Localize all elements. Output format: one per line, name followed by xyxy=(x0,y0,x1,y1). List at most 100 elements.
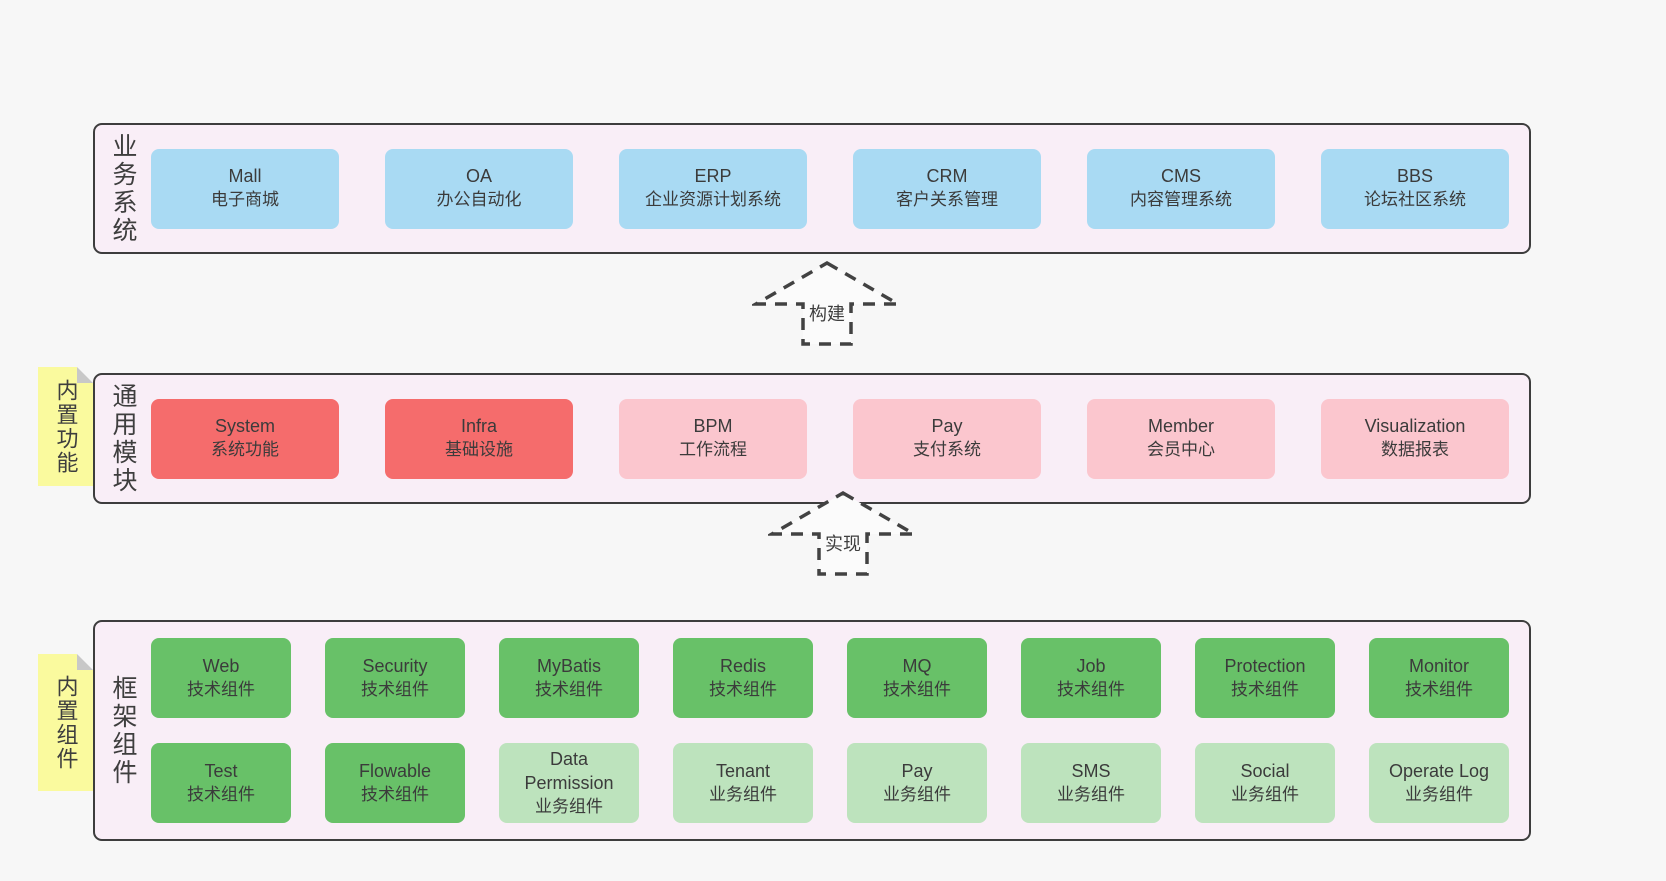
box-mall-desc: 电子商城 xyxy=(211,190,279,210)
box-operate-log: Operate Log 业务组件 xyxy=(1369,743,1509,823)
arrow-implement: 实现 xyxy=(768,490,918,578)
box-protection: Protection 技术组件 xyxy=(1195,638,1335,718)
modules-boxes-row: System 系统功能 Infra 基础设施 BPM 工作流程 Pay 支付系统… xyxy=(151,375,1529,502)
box-crm: CRM 客户关系管理 xyxy=(853,148,1041,229)
box-redis-name: Redis xyxy=(719,655,767,676)
box-operate-log-desc: 业务组件 xyxy=(1405,784,1473,804)
box-mall: Mall 电子商城 xyxy=(151,148,339,229)
box-pay-module-name: Pay xyxy=(931,416,963,437)
box-pay-component-name: Pay xyxy=(901,760,933,781)
panel-business-label: 业务系统 xyxy=(95,125,151,252)
sticky-tab-built-in-features-text: 内置功能 xyxy=(53,378,79,475)
box-member: Member 会员中心 xyxy=(1087,398,1275,479)
box-bbs: BBS 论坛社区系统 xyxy=(1321,148,1509,229)
box-infra: Infra 基础设施 xyxy=(385,398,573,479)
box-mybatis-name: MyBatis xyxy=(536,655,601,676)
box-job-name: Job xyxy=(1076,655,1106,676)
box-bbs-name: BBS xyxy=(1396,166,1434,187)
box-bbs-desc: 论坛社区系统 xyxy=(1364,190,1466,210)
box-crm-desc: 客户关系管理 xyxy=(896,190,998,210)
box-security: Security 技术组件 xyxy=(325,638,465,718)
box-system: System 系统功能 xyxy=(151,398,339,479)
panel-framework-label: 框架组件 xyxy=(95,622,151,839)
framework-row-2: Test 技术组件 Flowable 技术组件 Data Permission … xyxy=(151,743,1509,823)
box-oa-desc: 办公自动化 xyxy=(436,190,522,210)
sticky-tab-built-in-components-text: 内置组件 xyxy=(53,674,79,771)
box-test: Test 技术组件 xyxy=(151,743,291,823)
box-mall-name: Mall xyxy=(228,166,262,187)
panel-modules-label-text: 通用模块 xyxy=(109,382,137,495)
box-member-desc: 会员中心 xyxy=(1147,440,1215,460)
box-system-name: System xyxy=(214,416,275,437)
box-oa: OA 办公自动化 xyxy=(385,148,573,229)
arrow-implement-label: 实现 xyxy=(822,530,864,556)
panel-framework-components: 框架组件 Web 技术组件 Security 技术组件 MyBatis 技术组件… xyxy=(93,620,1531,841)
box-protection-desc: 技术组件 xyxy=(1231,679,1299,699)
box-flowable: Flowable 技术组件 xyxy=(325,743,465,823)
box-mq-desc: 技术组件 xyxy=(883,679,951,699)
box-security-desc: 技术组件 xyxy=(361,679,429,699)
box-test-desc: 技术组件 xyxy=(187,784,255,804)
box-tenant: Tenant 业务组件 xyxy=(673,743,813,823)
box-bpm-name: BPM xyxy=(693,416,733,437)
box-pay-component-desc: 业务组件 xyxy=(883,784,951,804)
box-cms-desc: 内容管理系统 xyxy=(1130,190,1232,210)
box-infra-desc: 基础设施 xyxy=(445,440,513,460)
box-oa-name: OA xyxy=(465,166,492,187)
box-erp-name: ERP xyxy=(694,166,732,187)
box-visualization-desc: 数据报表 xyxy=(1381,440,1449,460)
box-visualization-name: Visualization xyxy=(1364,416,1466,437)
box-cms-name: CMS xyxy=(1161,166,1201,187)
box-pay-component: Pay 业务组件 xyxy=(847,743,987,823)
box-monitor-desc: 技术组件 xyxy=(1405,679,1473,699)
panel-modules-label: 通用模块 xyxy=(95,375,151,502)
box-monitor-name: Monitor xyxy=(1408,655,1470,676)
box-mq: MQ 技术组件 xyxy=(847,638,987,718)
box-monitor: Monitor 技术组件 xyxy=(1369,638,1509,718)
box-social-desc: 业务组件 xyxy=(1231,784,1299,804)
box-operate-log-name: Operate Log xyxy=(1388,760,1490,781)
box-erp-desc: 企业资源计划系统 xyxy=(645,190,781,210)
business-boxes-row: Mall 电子商城 OA 办公自动化 ERP 企业资源计划系统 CRM 客户关系… xyxy=(151,125,1529,252)
box-job: Job 技术组件 xyxy=(1021,638,1161,718)
box-bpm-desc: 工作流程 xyxy=(679,440,747,460)
box-redis: Redis 技术组件 xyxy=(673,638,813,718)
box-data-permission: Data Permission 业务组件 xyxy=(499,743,639,823)
panel-common-modules: 通用模块 System 系统功能 Infra 基础设施 BPM 工作流程 Pay… xyxy=(93,373,1531,504)
box-cms: CMS 内容管理系统 xyxy=(1087,148,1275,229)
box-web-name: Web xyxy=(202,655,240,676)
framework-rows: Web 技术组件 Security 技术组件 MyBatis 技术组件 Redi… xyxy=(151,622,1529,839)
box-flowable-name: Flowable xyxy=(358,760,432,781)
box-infra-name: Infra xyxy=(460,416,498,437)
box-tenant-name: Tenant xyxy=(715,760,771,781)
box-pay-module-desc: 支付系统 xyxy=(913,440,981,460)
box-web-desc: 技术组件 xyxy=(187,679,255,699)
framework-row-1: Web 技术组件 Security 技术组件 MyBatis 技术组件 Redi… xyxy=(151,638,1509,718)
box-crm-name: CRM xyxy=(926,166,968,187)
box-security-name: Security xyxy=(362,655,428,676)
sticky-tab-built-in-features: 内置功能 xyxy=(38,367,93,486)
box-social: Social 业务组件 xyxy=(1195,743,1335,823)
box-sms: SMS 业务组件 xyxy=(1021,743,1161,823)
panel-framework-label-text: 框架组件 xyxy=(109,674,137,787)
box-visualization: Visualization 数据报表 xyxy=(1321,398,1509,479)
box-sms-name: SMS xyxy=(1071,760,1111,781)
arrow-build: 构建 xyxy=(752,260,902,348)
box-test-name: Test xyxy=(204,760,238,781)
panel-business-label-text: 业务系统 xyxy=(109,132,137,245)
box-member-name: Member xyxy=(1147,416,1214,437)
box-mq-name: MQ xyxy=(902,655,932,676)
panel-business-systems: 业务系统 Mall 电子商城 OA 办公自动化 ERP 企业资源计划系统 CRM… xyxy=(93,123,1531,254)
sticky-tab-built-in-components: 内置组件 xyxy=(38,654,93,791)
box-job-desc: 技术组件 xyxy=(1057,679,1125,699)
box-tenant-desc: 业务组件 xyxy=(709,784,777,804)
box-flowable-desc: 技术组件 xyxy=(361,784,429,804)
box-social-name: Social xyxy=(1240,760,1290,781)
arrow-build-label: 构建 xyxy=(806,300,848,326)
box-bpm: BPM 工作流程 xyxy=(619,398,807,479)
box-erp: ERP 企业资源计划系统 xyxy=(619,148,807,229)
box-web: Web 技术组件 xyxy=(151,638,291,718)
box-redis-desc: 技术组件 xyxy=(709,679,777,699)
box-pay-module: Pay 支付系统 xyxy=(853,398,1041,479)
box-protection-name: Protection xyxy=(1224,655,1306,676)
